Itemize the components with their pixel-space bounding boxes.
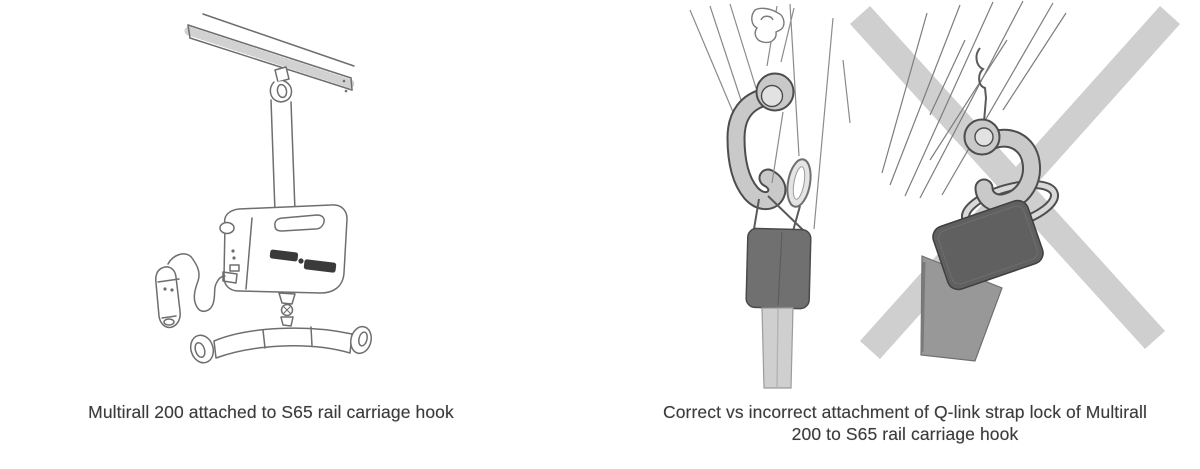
strap-lock-incorrect xyxy=(932,199,1044,291)
carriage-top-drawing xyxy=(751,7,785,44)
strap-correct xyxy=(761,307,794,389)
figure-caption-left: Multirall 200 attached to S65 rail carri… xyxy=(88,402,454,422)
swivel-link-drawing xyxy=(278,292,296,327)
figure-caption-right-line2: 200 to S65 rail carriage hook xyxy=(791,424,1019,444)
strap-lock-correct xyxy=(745,227,812,310)
rail-carriage-drawing xyxy=(269,66,293,103)
carriage-hook xyxy=(726,72,795,211)
multirall-200-rail-illustration xyxy=(155,13,372,364)
multirall-logo xyxy=(269,249,337,273)
lift-strap-drawing xyxy=(270,99,296,213)
motor-unit-drawing xyxy=(219,204,348,294)
qlink-wire-loop xyxy=(753,158,812,232)
correct-attachment-panel xyxy=(689,3,851,389)
carriage-hook-incorrect xyxy=(963,118,1041,213)
ceiling-rail-drawing xyxy=(184,13,356,93)
figure-caption-right-line1: Correct vs incorrect attachment of Q-lin… xyxy=(662,402,1147,422)
sling-bar-drawing xyxy=(189,325,372,364)
figure-caption-right: Correct vs incorrect attachment of Q-lin… xyxy=(625,401,1185,445)
hand-control-drawing xyxy=(155,253,226,329)
incorrect-attachment-panel xyxy=(850,0,1180,362)
s-hook-wire xyxy=(975,47,988,123)
qlink-attachment-illustration xyxy=(689,0,1180,389)
suspension-wires-incorrect xyxy=(881,0,1067,199)
